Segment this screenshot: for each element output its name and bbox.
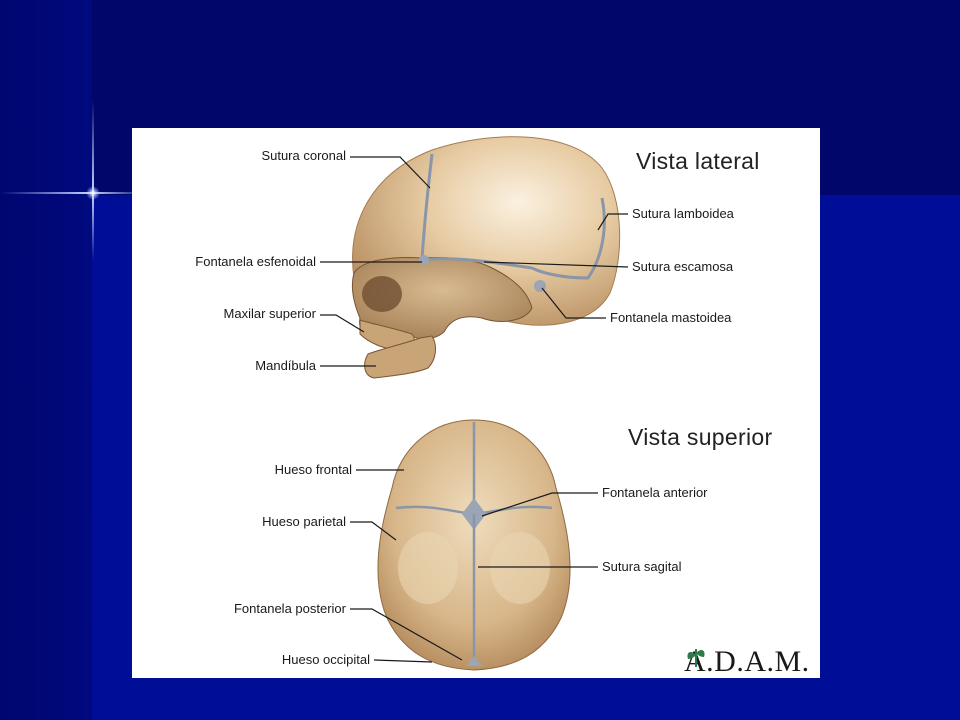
superior-skull	[377, 419, 571, 671]
sparkle-vertical	[92, 100, 94, 260]
mandible-shape	[364, 335, 436, 379]
sparkle-horizontal	[0, 192, 140, 194]
superior-view-title: Vista superior	[628, 424, 773, 450]
slide-left-band	[0, 0, 92, 720]
label-sutura-coronal: Sutura coronal	[261, 148, 346, 163]
parietal-eminence-left	[398, 532, 458, 604]
label-hueso-parietal: Hueso parietal	[262, 514, 346, 529]
label-sutura-escamosa: Sutura escamosa	[632, 259, 734, 274]
label-sutura-lamboidea: Sutura lamboidea	[632, 206, 734, 221]
coronal-suture-line	[420, 153, 434, 261]
label-maxilar-superior: Maxilar superior	[223, 306, 316, 321]
label-fontanela-mastoidea: Fontanela mastoidea	[610, 310, 732, 325]
sphenoid-fontanelle	[419, 255, 429, 265]
squamous-suture-line	[421, 257, 533, 270]
lateral-view-title: Vista lateral	[636, 148, 760, 174]
leaf-icon	[687, 649, 705, 668]
label-mandibula: Mandíbula	[255, 358, 316, 373]
label-fontanela-esfenoidal: Fontanela esfenoidal	[195, 254, 316, 269]
label-hueso-frontal: Hueso frontal	[274, 462, 352, 477]
parietal-eminence-right	[490, 532, 550, 604]
label-hueso-occipital: Hueso occipital	[281, 652, 370, 667]
skull-illustration	[320, 136, 629, 671]
label-sutura-sagital: Sutura sagital	[602, 559, 682, 574]
leader-lines	[320, 156, 629, 663]
label-fontanela-anterior: Fontanela anterior	[602, 485, 708, 500]
skull-figure: Vista lateral Vista superior Sutura coro…	[132, 128, 820, 678]
adam-logo: A.D.A.M.	[684, 645, 810, 678]
lambdoid-suture-line	[531, 197, 606, 280]
orbit	[362, 276, 402, 312]
logo-text: A.D.A.M.	[684, 645, 810, 678]
sparkle-icon	[86, 186, 100, 200]
label-fontanela-posterior: Fontanela posterior	[233, 601, 346, 616]
posterior-fontanelle-shape	[466, 656, 482, 666]
lateral-skull	[351, 136, 621, 379]
